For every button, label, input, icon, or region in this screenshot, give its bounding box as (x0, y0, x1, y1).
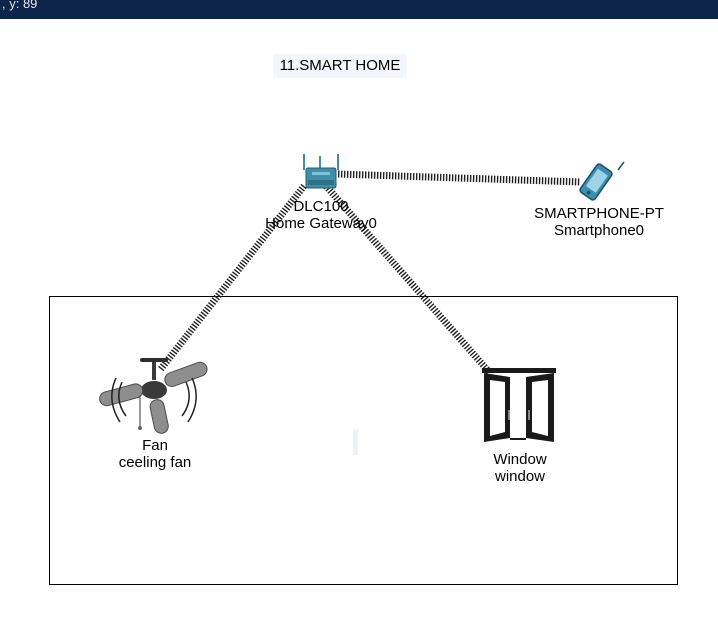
ceiling-fan-icon (99, 358, 208, 434)
window-name: window (494, 468, 546, 485)
smartphone-label: SMARTPHONE-PT Smartphone0 (522, 205, 676, 239)
cluster-area[interactable] (49, 296, 678, 585)
home-gateway-icon (303, 154, 339, 189)
device-ceiling-fan[interactable] (96, 356, 212, 434)
device-home-gateway[interactable] (300, 150, 342, 198)
coordinate-readout: , y: 89 (2, 0, 38, 11)
home-gateway-model: DLC100 (293, 198, 349, 215)
ceiling-fan-name: ceeling fan (118, 454, 192, 471)
note-title[interactable]: 11.SMART HOME (273, 54, 407, 78)
ceiling-fan-label: Fan ceeling fan (100, 437, 210, 471)
window-model: Window (493, 451, 547, 468)
window-label: Window window (470, 451, 570, 485)
window-icon (482, 368, 556, 442)
top-bar: , y: 89 (0, 0, 718, 19)
home-gateway-name: Home Gateway0 (265, 215, 377, 232)
smartphone-name: Smartphone0 (553, 222, 645, 239)
link-gateway-smartphone (337, 170, 581, 186)
smartphone-model: SMARTPHONE-PT (534, 205, 664, 222)
smartphone-icon (579, 161, 625, 201)
link-gateway-window (323, 183, 493, 376)
ceiling-fan-model: Fan (142, 437, 168, 454)
text-cursor-marker (353, 429, 358, 455)
device-window[interactable] (480, 366, 558, 446)
device-smartphone[interactable] (570, 160, 630, 204)
home-gateway-label: DLC100 Home Gateway0 (248, 198, 394, 232)
